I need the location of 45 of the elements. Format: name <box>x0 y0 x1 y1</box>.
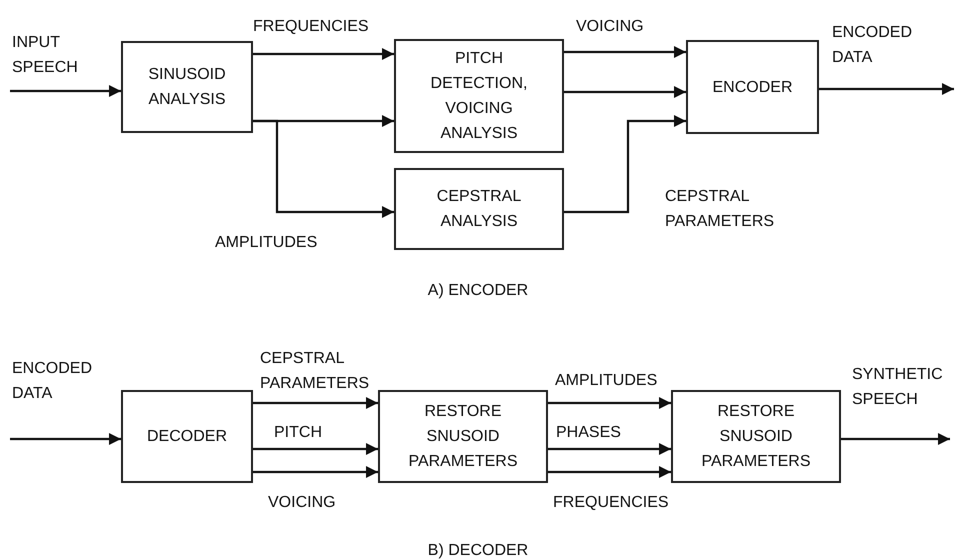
arrow <box>10 433 121 445</box>
edge-label: PHASES <box>556 423 621 443</box>
arrow <box>564 115 686 214</box>
process-box <box>394 39 564 153</box>
arrow <box>253 397 378 409</box>
process-box <box>121 41 253 133</box>
process-box <box>378 390 548 483</box>
box-label: SINUSOID ANALYSIS <box>147 65 227 110</box>
process-box <box>394 168 564 250</box>
subfigure-caption: B) DECODER <box>428 541 528 559</box>
subfigure-caption: A) ENCODER <box>428 281 528 301</box>
box-label: RESTORE SNUSOID PARAMETERS <box>700 402 812 472</box>
edge-label: AMPLITUDES <box>215 233 318 253</box>
edge-label: FREQUENCIES <box>253 17 369 37</box>
arrow <box>253 466 378 478</box>
edge-label: CEPSTRAL PARAMETERS <box>260 349 370 394</box>
edge-label: VOICING <box>576 17 644 37</box>
edge-label: CEPSTRAL PARAMETERS <box>665 187 776 232</box>
box-label: RESTORE SNUSOID PARAMETERS <box>407 402 519 472</box>
edge-label: SYNTHETIC SPEECH <box>852 365 944 410</box>
edge-label: ENCODED DATA <box>832 23 914 68</box>
arrow <box>548 397 671 409</box>
edge-label: INPUT SPEECH <box>12 33 79 78</box>
edge-label: VOICING <box>268 493 336 513</box>
arrow <box>548 466 671 478</box>
arrow <box>548 443 671 455</box>
arrow <box>253 120 394 218</box>
process-box <box>686 40 819 134</box>
arrow <box>10 85 121 97</box>
arrow <box>819 83 954 95</box>
arrow <box>564 46 686 58</box>
arrow <box>253 443 378 455</box>
arrow <box>253 48 394 60</box>
box-label: PITCH DETECTION, VOICING ANALYSIS <box>430 49 528 144</box>
box-label: ENCODER <box>711 78 794 98</box>
edge-label: PITCH <box>274 423 322 443</box>
edge-label: FREQUENCIES <box>553 493 669 513</box>
process-box <box>671 390 841 483</box>
process-box <box>121 390 253 483</box>
box-label: DECODER <box>146 427 228 447</box>
box-label: CEPSTRAL ANALYSIS <box>436 187 522 232</box>
edge-label: AMPLITUDES <box>555 371 658 391</box>
arrow <box>564 86 686 98</box>
edge-label: ENCODED DATA <box>12 359 94 404</box>
arrow <box>841 433 950 445</box>
